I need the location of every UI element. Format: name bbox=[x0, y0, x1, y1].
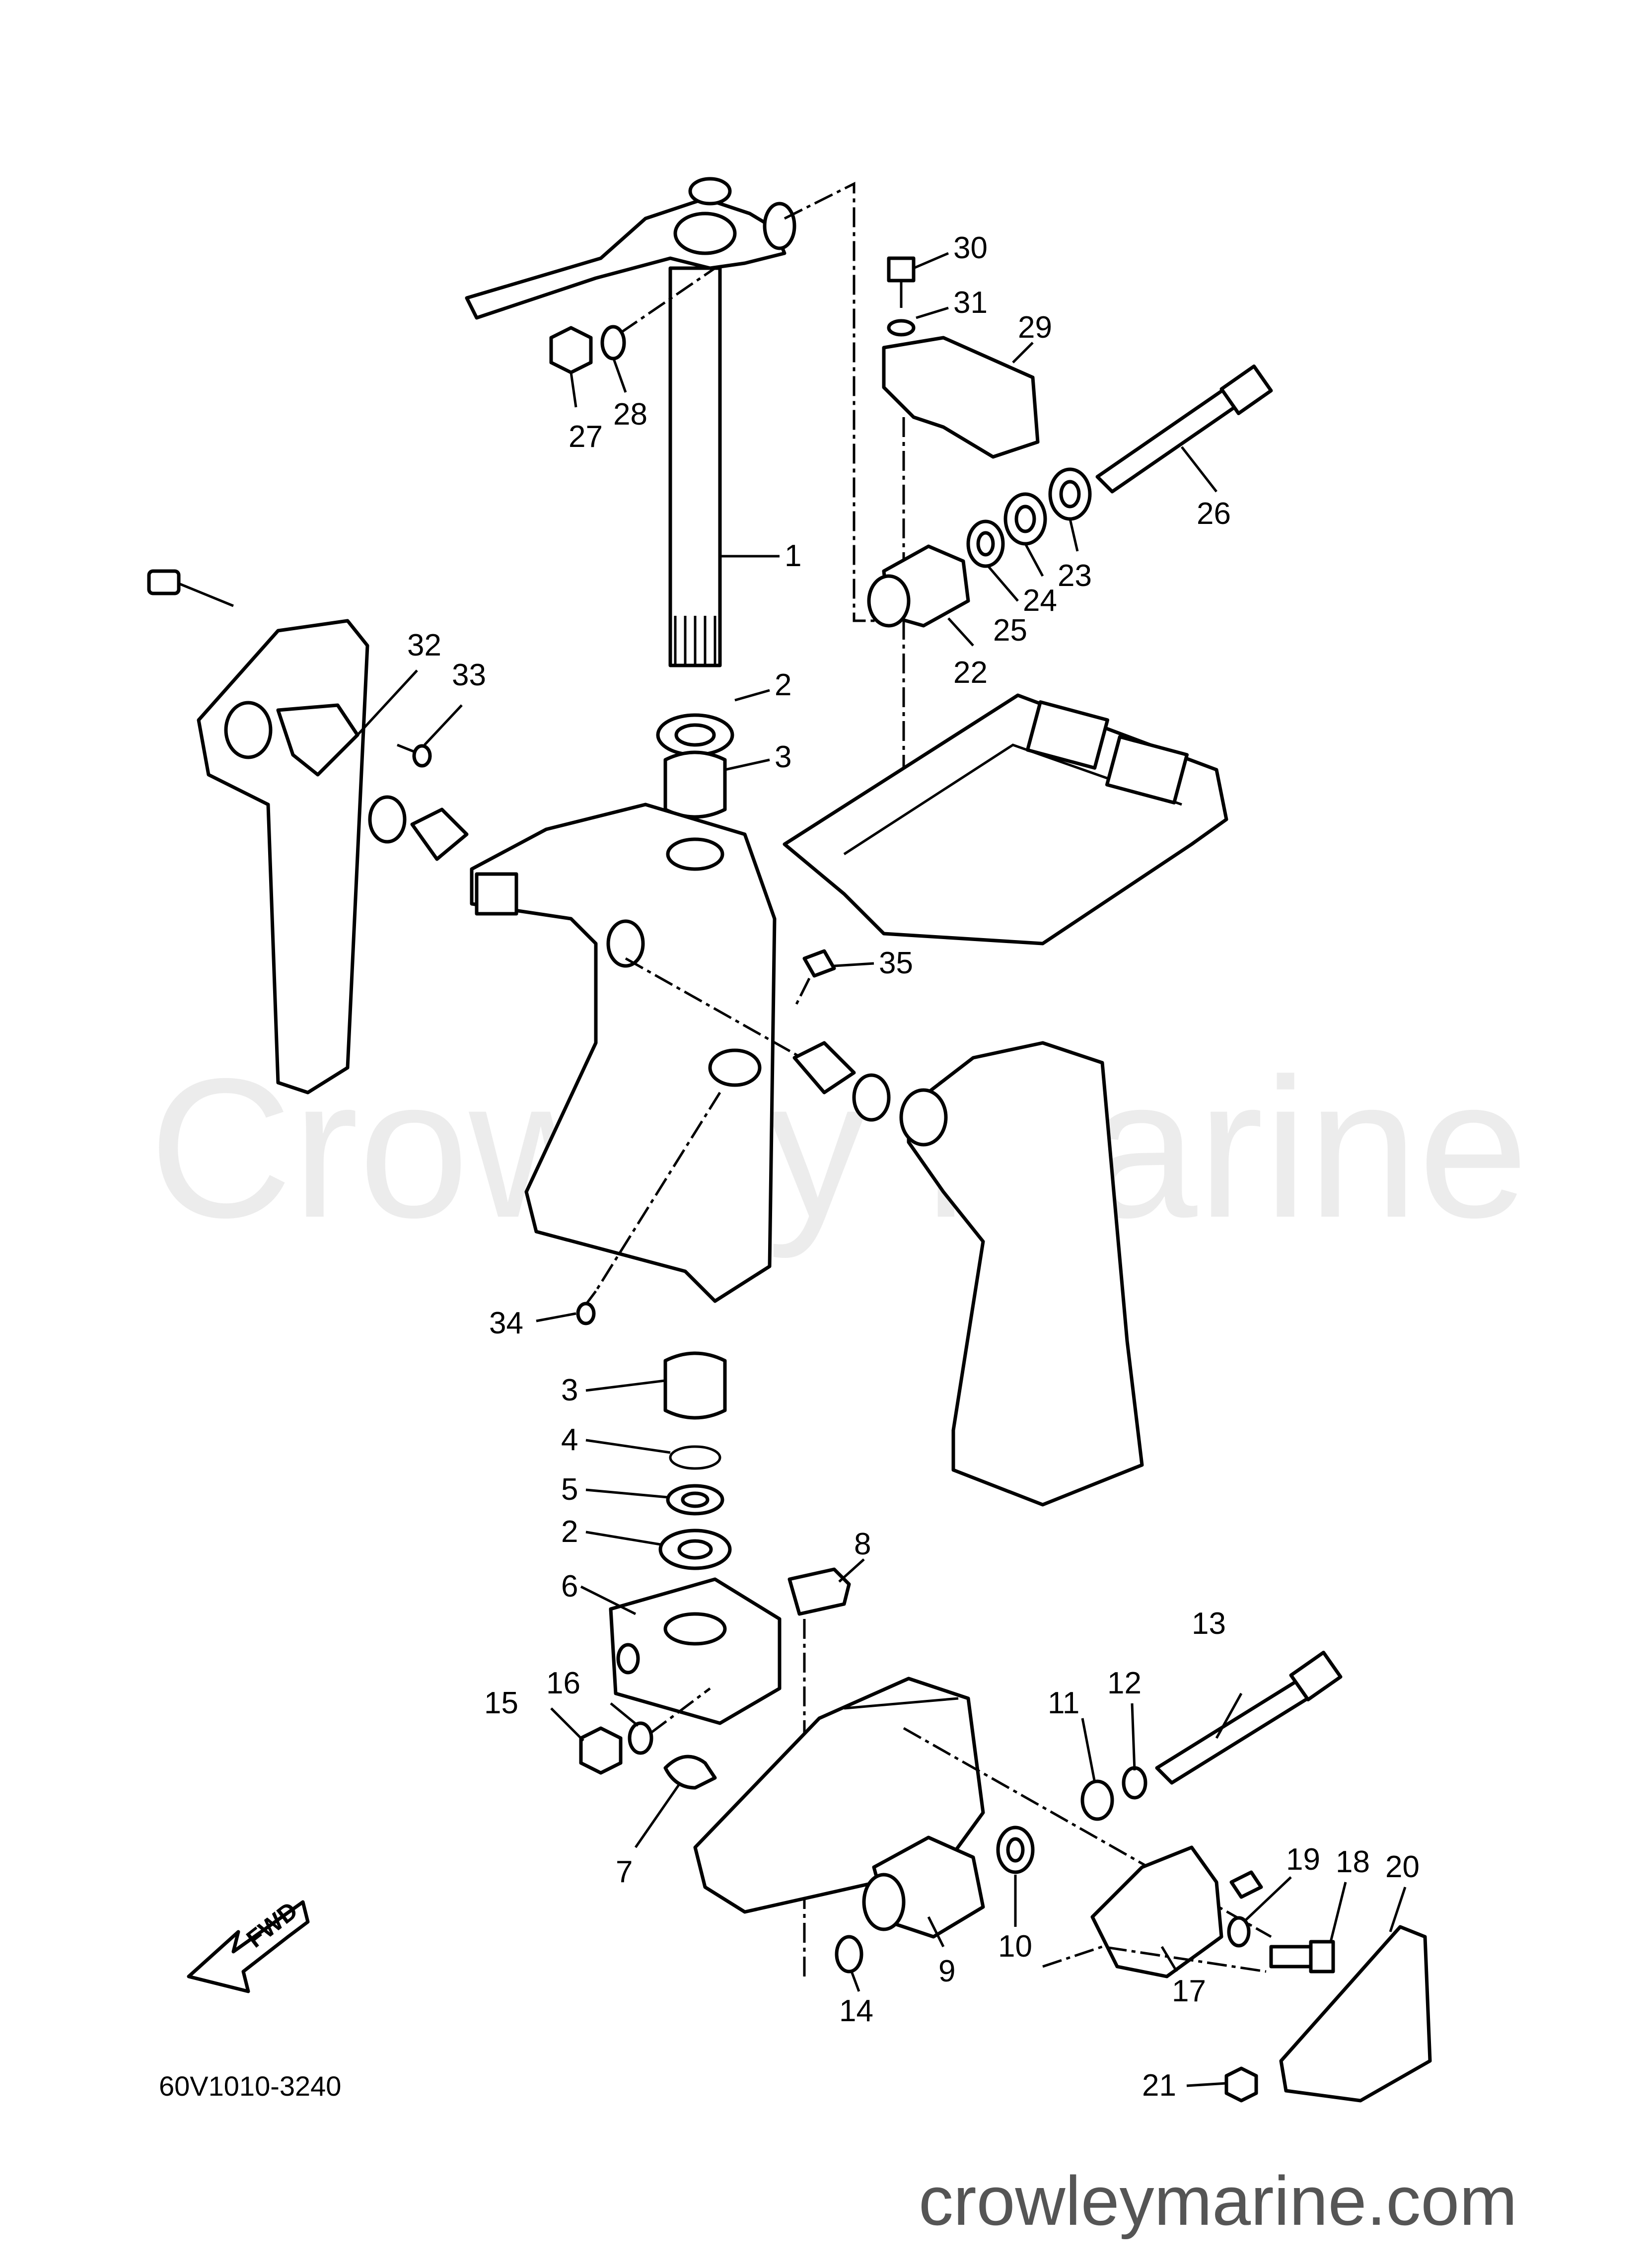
bushing-right bbox=[792, 1041, 856, 1095]
clamp-bracket-right bbox=[899, 1041, 1144, 1507]
washer-right bbox=[852, 1073, 891, 1122]
callout-11: 11 bbox=[1048, 1686, 1079, 1720]
callout-20: 20 bbox=[1385, 1850, 1420, 1884]
callout-33: 33 bbox=[452, 658, 486, 692]
callout-32: 32 bbox=[407, 628, 441, 662]
callout-27: 27 bbox=[569, 420, 603, 454]
clamp-bracket-left bbox=[197, 619, 369, 1095]
callout-15: 15 bbox=[484, 1686, 518, 1720]
callout-30: 30 bbox=[953, 231, 988, 265]
callout-19: 19 bbox=[1286, 1842, 1320, 1877]
callout-7: 7 bbox=[616, 1855, 633, 1889]
screw-33 bbox=[397, 743, 432, 768]
callout-3-lower: 3 bbox=[561, 1373, 578, 1407]
bolt-13 bbox=[1155, 1650, 1343, 1785]
clip-35 bbox=[802, 949, 836, 978]
nut-15 bbox=[579, 1726, 623, 1775]
callout-labels: 1 2 3 27 28 30 31 29 26 23 24 25 22 32 3… bbox=[407, 231, 1420, 2103]
callout-8: 8 bbox=[854, 1527, 871, 1561]
callout-1: 1 bbox=[785, 539, 801, 573]
callout-28: 28 bbox=[613, 397, 647, 432]
exhaust-guide bbox=[783, 693, 1228, 946]
callout-5: 5 bbox=[561, 1472, 578, 1507]
o-ring-4 bbox=[669, 1445, 721, 1470]
plate-8 bbox=[787, 1567, 851, 1616]
diagram-code: 60V1010-3240 bbox=[159, 2070, 341, 2102]
site-url: crowleymarine.com bbox=[919, 2162, 1517, 2240]
callout-34: 34 bbox=[489, 1306, 523, 1340]
bolt-18 bbox=[1269, 1940, 1335, 1974]
callout-2-upper: 2 bbox=[775, 668, 791, 702]
washer-14 bbox=[835, 1935, 863, 1974]
callout-4: 4 bbox=[561, 1423, 578, 1457]
callout-17: 17 bbox=[1172, 1974, 1206, 2008]
bracket-17 bbox=[1090, 1845, 1223, 1978]
bolt-19-small bbox=[1229, 1870, 1263, 1899]
callout-35: 35 bbox=[879, 946, 913, 980]
leader-lines bbox=[357, 252, 1407, 2087]
callout-21: 21 bbox=[1142, 2068, 1176, 2103]
steering-shaft bbox=[668, 266, 722, 667]
callout-6: 6 bbox=[561, 1569, 578, 1604]
bushing-left bbox=[410, 807, 469, 861]
steering-arm bbox=[465, 177, 796, 320]
fwd-arrow-icon: FWD bbox=[187, 1897, 310, 1993]
cover-plate-20 bbox=[1279, 1925, 1432, 2103]
screw-34 bbox=[576, 1290, 597, 1325]
bracket-32 bbox=[276, 703, 359, 777]
callout-31: 31 bbox=[953, 286, 988, 320]
callout-24: 24 bbox=[1023, 584, 1057, 618]
nut-21 bbox=[1224, 2066, 1258, 2103]
callout-22: 22 bbox=[953, 656, 988, 690]
clip-7 bbox=[663, 1755, 717, 1790]
washer-12 bbox=[1122, 1766, 1147, 1800]
lower-mount-housing-6 bbox=[609, 1577, 782, 1725]
washer-31 bbox=[887, 319, 916, 337]
bolt-26 bbox=[1095, 364, 1273, 494]
callout-3-upper: 3 bbox=[775, 740, 791, 774]
callout-26: 26 bbox=[1197, 497, 1231, 531]
callout-12: 12 bbox=[1107, 1666, 1142, 1700]
callout-23: 23 bbox=[1058, 559, 1092, 593]
mount-bracket-29 bbox=[882, 336, 1040, 459]
trim-sensor-plug bbox=[147, 569, 234, 607]
callout-13: 13 bbox=[1192, 1607, 1226, 1641]
washer-left bbox=[368, 795, 407, 844]
collar-3-lower bbox=[663, 1351, 727, 1420]
callout-29: 29 bbox=[1018, 310, 1052, 345]
callout-18: 18 bbox=[1336, 1845, 1370, 1879]
callout-10: 10 bbox=[998, 1929, 1032, 1964]
collar-3-upper bbox=[663, 750, 727, 819]
nut-27 bbox=[549, 326, 593, 374]
callout-2-lower: 2 bbox=[561, 1515, 578, 1549]
washer-11 bbox=[1080, 1779, 1114, 1821]
washer-19 bbox=[1227, 1916, 1251, 1948]
callout-16: 16 bbox=[546, 1666, 580, 1700]
swivel-bracket bbox=[470, 803, 777, 1303]
bolt-30 bbox=[887, 256, 916, 308]
callout-14: 14 bbox=[839, 1994, 873, 2028]
washer-16 bbox=[628, 1721, 653, 1755]
callout-9: 9 bbox=[938, 1954, 955, 1988]
callout-25: 25 bbox=[993, 613, 1027, 648]
